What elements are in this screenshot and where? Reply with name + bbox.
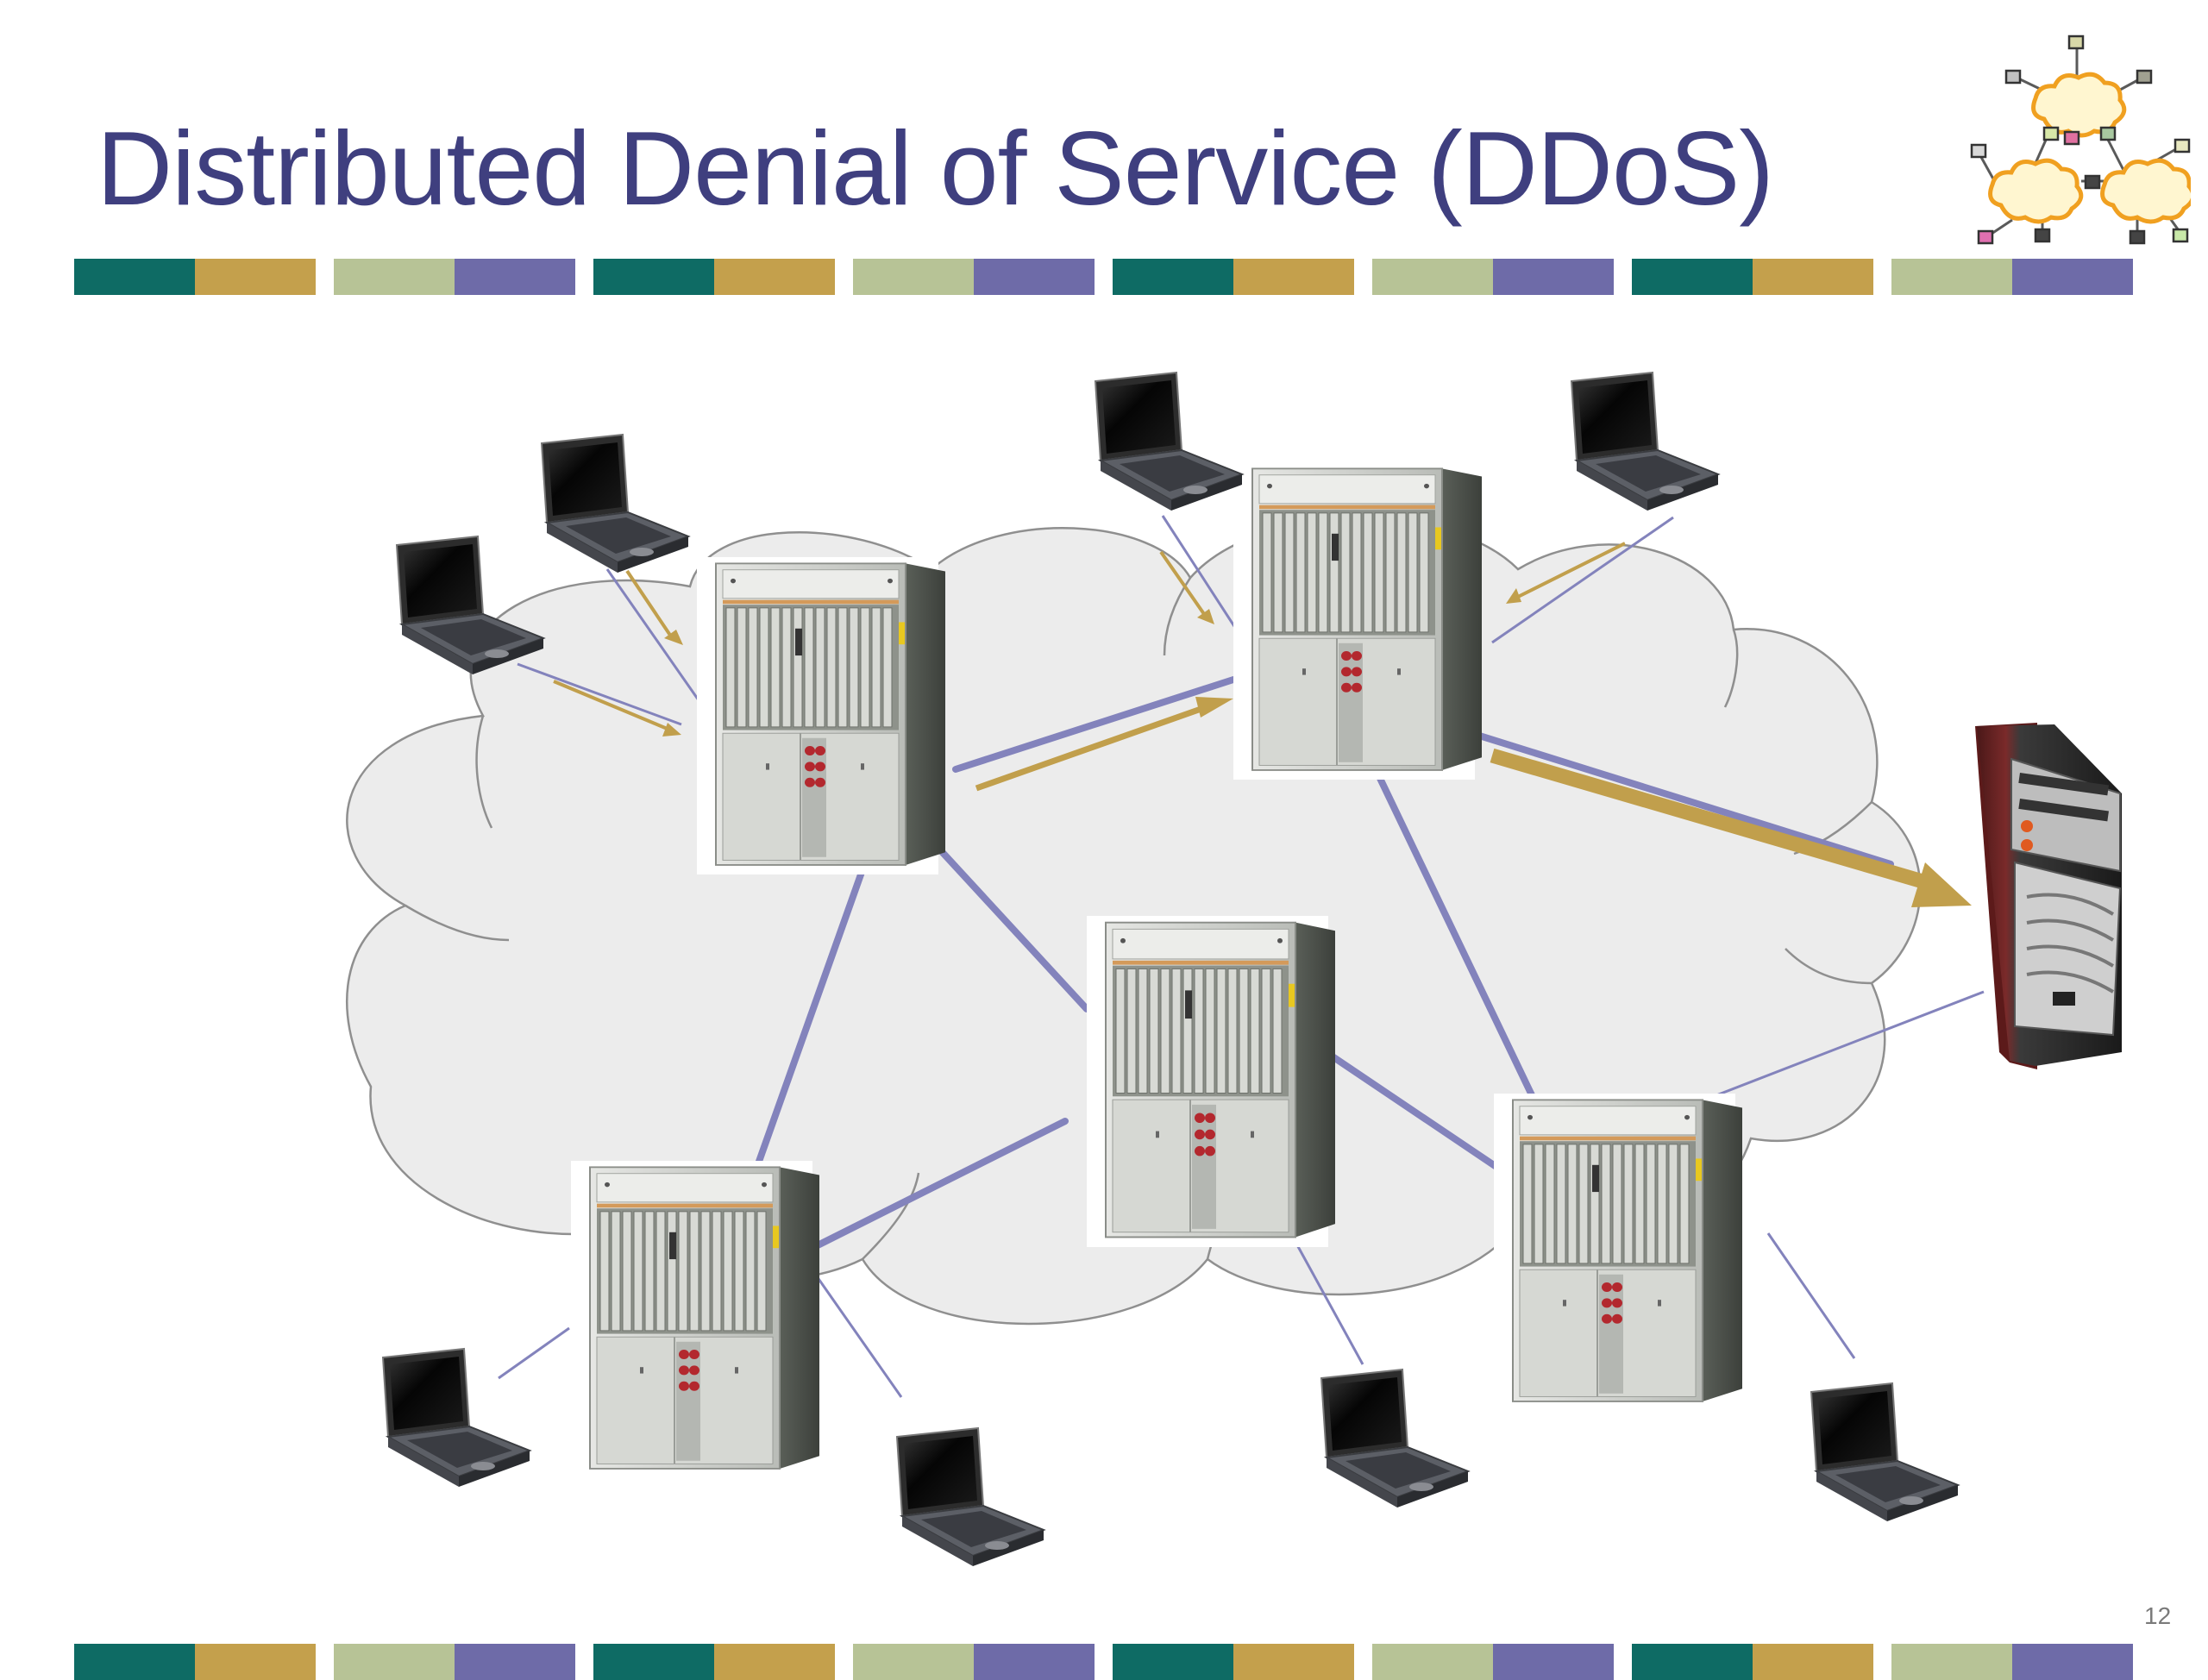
router-top-right xyxy=(1233,461,1483,780)
laptop-8 xyxy=(1810,1382,1959,1522)
stripe-segment xyxy=(1753,259,1873,295)
network-clouds-logo xyxy=(1970,34,2191,245)
stripe-segment xyxy=(455,259,575,295)
stripe-bar-top xyxy=(74,259,2133,295)
stripe-segment xyxy=(714,259,835,295)
victim-server xyxy=(1975,723,2122,1069)
stripe-segment xyxy=(593,259,714,295)
router-bottom-left xyxy=(570,1160,820,1479)
laptop-6 xyxy=(896,1427,1044,1567)
stripe-segment xyxy=(1233,259,1354,295)
laptop-4 xyxy=(1571,372,1719,511)
stripe-segment xyxy=(853,259,974,295)
laptop-7 xyxy=(1320,1369,1469,1508)
stripe-segment xyxy=(1113,259,1233,295)
stripe-segment xyxy=(1891,259,2012,295)
router-center xyxy=(1086,915,1336,1248)
access-links xyxy=(498,515,1985,1398)
stripe-segment xyxy=(1372,259,1493,295)
stripe-segment xyxy=(1493,259,1614,295)
slide-title: Distributed Denial of Service (DDoS) xyxy=(97,110,1774,227)
page-number: 12 xyxy=(2144,1602,2172,1629)
stripe-segment xyxy=(334,259,455,295)
router-bottom-right xyxy=(1493,1093,1743,1412)
laptop-3 xyxy=(1095,372,1243,511)
attack-flow-arrows xyxy=(553,542,1972,907)
stripe-segment xyxy=(2012,259,2133,295)
stripe-segment xyxy=(974,259,1095,295)
stripe-segment xyxy=(74,259,195,295)
stripe-segment xyxy=(1632,259,1753,295)
router-top-left xyxy=(696,556,946,875)
laptop-2 xyxy=(541,434,689,574)
laptop-5 xyxy=(382,1348,530,1488)
stripe-segment xyxy=(195,259,316,295)
